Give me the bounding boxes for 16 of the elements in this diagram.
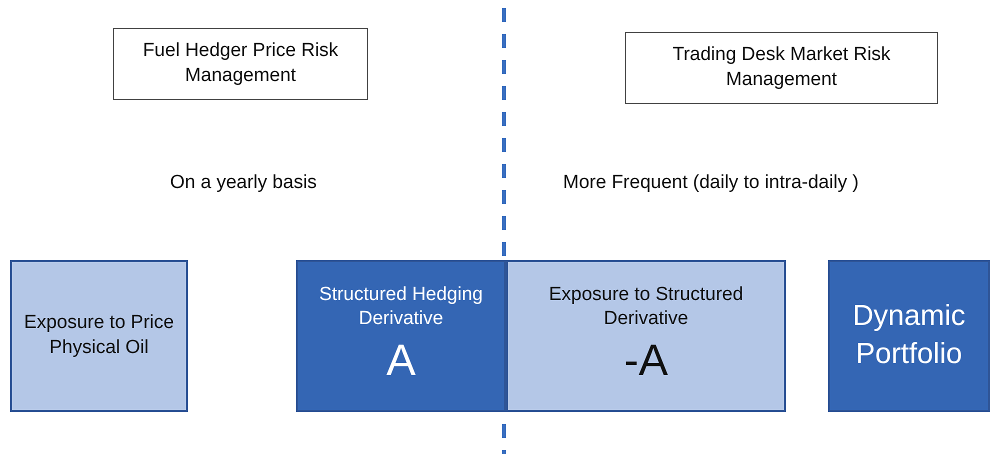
box-title: Trading Desk Market Risk Management <box>672 43 892 92</box>
box-symbol: A <box>386 335 416 388</box>
box-title: Structured Hedging Derivative <box>318 282 484 332</box>
exposure-box <box>506 260 786 412</box>
frequency-note: On a yearly basis <box>170 172 317 194</box>
box-title: Fuel Hedger Price Risk Management <box>142 39 340 88</box>
heading-box <box>113 28 368 100</box>
portfolio-box <box>828 260 990 412</box>
box-symbol: -A <box>624 335 668 388</box>
exposure-box <box>10 260 188 412</box>
box-title: Exposure to Price Physical Oil <box>24 311 174 360</box>
derivative-box <box>296 260 506 412</box>
heading-box <box>625 32 938 104</box>
box-title: Exposure to Structured Derivative <box>548 282 744 332</box>
box-title: Dynamic Portfolio <box>852 299 966 372</box>
frequency-note: More Frequent (daily to intra-daily ) <box>563 172 859 194</box>
